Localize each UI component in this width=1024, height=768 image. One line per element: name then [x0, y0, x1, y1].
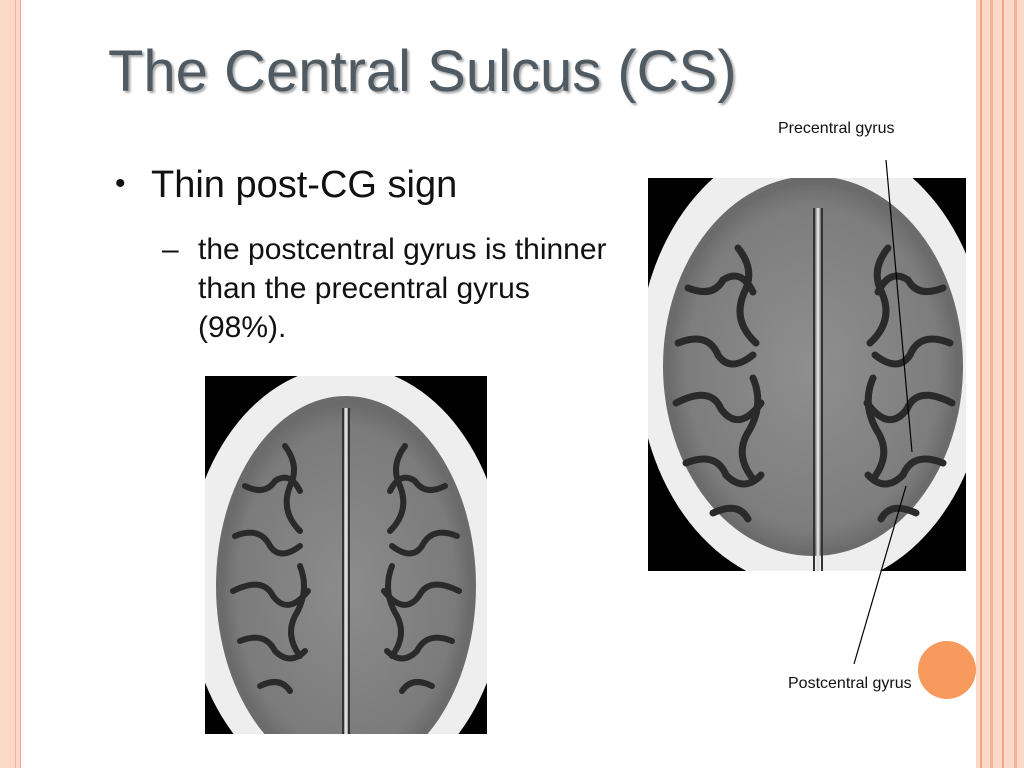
ct-scan-right-drawing: [648, 178, 966, 571]
postcentral-gyrus-label: Postcentral gyrus: [788, 675, 912, 692]
accent-circle: [918, 641, 976, 699]
sub-bullet-marker: –: [162, 233, 179, 266]
stripe: [1002, 0, 1004, 768]
stripe: [990, 0, 993, 768]
ct-scan-left-drawing: [205, 376, 487, 734]
stripe: [1014, 0, 1017, 768]
slide-title: The Central Sulcus (CS): [108, 39, 737, 104]
bullet-marker: •: [115, 167, 126, 200]
sub-bullet-text: the postcentral gyrus is thinner than th…: [198, 233, 607, 344]
right-frame-stripes: [976, 0, 1024, 768]
ct-scan-image-right: [648, 178, 966, 571]
precentral-gyrus-label: Precentral gyrus: [778, 120, 895, 137]
left-frame-border: [0, 0, 21, 768]
left-frame-line: [15, 0, 16, 768]
bullet-text: Thin post-CG sign: [151, 164, 458, 206]
ct-scan-image-left: [205, 376, 487, 734]
bullet-item: • Thin post-CG sign: [115, 164, 457, 207]
sub-bullet-item: – the postcentral gyrus is thinner than …: [162, 230, 622, 347]
stripe: [980, 0, 982, 768]
